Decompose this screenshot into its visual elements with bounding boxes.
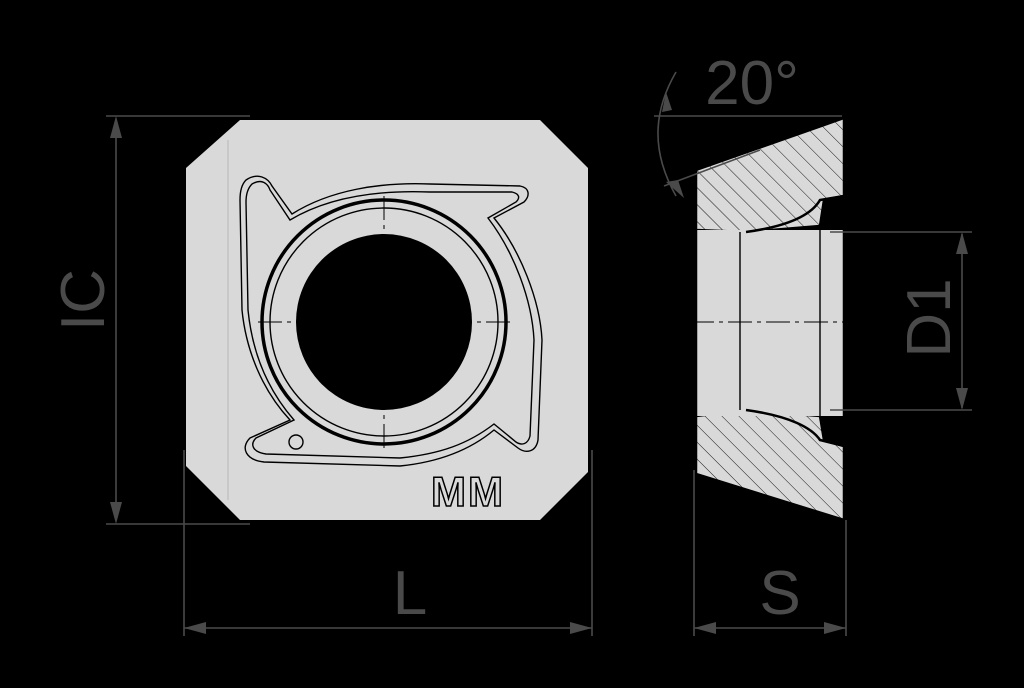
section-bore bbox=[696, 230, 844, 416]
chipbreaker-geometry bbox=[239, 175, 543, 467]
side-section-view bbox=[690, 116, 850, 522]
section-lower bbox=[694, 408, 846, 522]
s-dimension: S bbox=[693, 470, 847, 636]
d1-label: D1 bbox=[895, 278, 964, 357]
front-view: MM bbox=[186, 120, 588, 520]
angle-dimension: 20° bbox=[654, 49, 842, 198]
d1-dimension: D1 bbox=[830, 231, 972, 411]
l-label: L bbox=[393, 559, 427, 628]
l-dimension: L bbox=[183, 450, 593, 636]
location-dot bbox=[288, 434, 304, 450]
ic-dimension: IC bbox=[49, 115, 250, 525]
marking-text: MM bbox=[431, 468, 505, 515]
section-upper bbox=[694, 116, 846, 234]
angle-label: 20° bbox=[705, 49, 799, 118]
s-label: S bbox=[759, 559, 800, 628]
ic-label: IC bbox=[49, 269, 118, 331]
